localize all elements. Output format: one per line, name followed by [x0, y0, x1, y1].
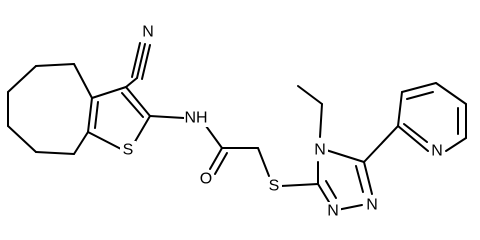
bond-c7-c8 — [7, 125, 37, 153]
bond-n1-n2 — [336, 204, 363, 211]
atom-nh: NH — [184, 110, 207, 127]
atom-s-thioether: S — [269, 178, 280, 195]
cycloheptane-ring — [7, 63, 93, 155]
bond-triple-cn-1 — [136, 43, 146, 79]
bond-triple-cn-2 — [131, 42, 141, 78]
atom-bg-n-pyridine — [429, 142, 445, 160]
bond-n2-c3-double — [325, 180, 337, 199]
bond-pyr-c6-n — [445, 137, 467, 152]
atom-bg-n1-triazole — [364, 196, 380, 214]
bond-pyr-n-c2 — [397, 125, 429, 152]
atom-bg-n2-triazole — [325, 202, 341, 220]
structure-canvas: N NH S O S N N N N — [7, 23, 467, 220]
atom-bg-o-carbonyl — [198, 170, 214, 188]
bond-n2-c3 — [317, 183, 330, 203]
bond-nh-carbonyl — [205, 125, 223, 149]
bond-c5-pyr — [363, 125, 399, 163]
bond-pyr-c4-c5 — [435, 82, 467, 105]
atom-n1-triazole: N — [366, 197, 378, 214]
bond-carbonyl-o-double — [214, 152, 228, 175]
bond-c2-nh — [149, 115, 185, 119]
bond-c5-n1 — [363, 161, 373, 195]
bond-c4-c5 — [35, 63, 75, 67]
atom-n-nitrile: N — [142, 24, 154, 41]
atom-s-thiophene: S — [123, 142, 134, 159]
amide-linker — [149, 115, 319, 187]
thiophene-ring — [87, 77, 151, 150]
atom-n2-triazole: N — [327, 203, 339, 220]
bond-c8-c9 — [35, 151, 75, 155]
bond-c3a-c4 — [73, 63, 93, 99]
atom-bg-nh — [184, 109, 208, 127]
bond-s-triazole — [280, 183, 319, 187]
bond-n4-c5 — [325, 149, 365, 163]
bond-s-c7a — [87, 131, 122, 150]
triazole-ring — [317, 149, 373, 211]
bond-c3-cn — [125, 77, 138, 88]
bond-c3-c2 — [125, 86, 151, 117]
atom-o-carbonyl: O — [200, 171, 212, 188]
bond-c7a-c3a-double — [94, 101, 99, 129]
bond-n4-ch2 — [319, 103, 323, 138]
bond-c2-s — [132, 115, 151, 146]
ethyl-group — [297, 85, 323, 138]
bond-pyr-c2-c3 — [397, 91, 403, 127]
atom-bg-s-thiophene — [120, 141, 136, 159]
bond-c5-n1-double — [355, 165, 364, 193]
bond-c5-c6 — [7, 65, 37, 93]
atom-bg-n4-triazole — [312, 141, 328, 159]
bond-pyr-n-c2-double — [403, 123, 428, 143]
atom-labels: N NH S O S N N N N — [120, 23, 445, 220]
atom-bg-n-nitrile — [140, 23, 156, 41]
bond-c3a-c3 — [91, 86, 127, 99]
bond-c2-c3-double — [121, 92, 144, 118]
atom-n4-triazole: N — [314, 142, 326, 159]
atom-n-pyridine: N — [431, 143, 443, 160]
molecule-drawing: N NH S O S N N N N — [7, 23, 467, 220]
bond-ch2-ch3 — [297, 85, 323, 105]
atom-bg-s-thioether — [266, 177, 282, 195]
bond-c9-c7a — [73, 131, 89, 155]
bond-carbonyl-o — [209, 147, 223, 170]
bond-c7a-c3a — [87, 97, 93, 133]
bond-pyr-c3-c4 — [401, 82, 437, 93]
bond-ch2-s — [257, 147, 270, 177]
bond-triple-cn-3 — [141, 44, 151, 80]
pyridine-ring — [363, 82, 467, 163]
bond-pyr-c3-c4-double — [406, 91, 434, 100]
nitrile-group — [131, 42, 151, 80]
